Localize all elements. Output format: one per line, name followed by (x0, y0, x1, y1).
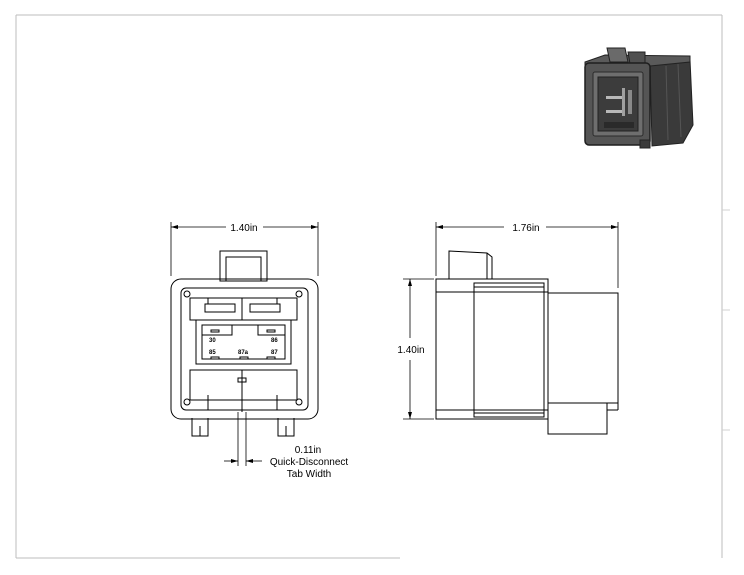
front-body-inner (180, 287, 309, 411)
front-width-label: 1.40in (230, 223, 257, 234)
tab-width-line1: Quick-Disconnect (270, 457, 349, 468)
tab-width-value: 0.11in (295, 445, 322, 456)
front-width-dimension (170, 222, 319, 276)
relay-product-image (584, 47, 694, 149)
side-body-right (547, 292, 619, 404)
sheet-border (15, 14, 723, 559)
front-pin-block (195, 319, 292, 365)
pin-label-87: 87 (271, 350, 278, 356)
tab-width-line2: Tab Width (287, 469, 331, 480)
side-height-dimension (403, 278, 434, 420)
pin-label-86: 86 (271, 338, 278, 344)
front-top-tab (219, 250, 268, 282)
tab-width-dimension (224, 412, 262, 466)
side-width-label: 1.76in (512, 223, 539, 234)
side-height-label: 1.40in (397, 345, 424, 356)
side-top-tab (448, 250, 493, 280)
front-view (170, 250, 319, 437)
front-body-outer (170, 278, 319, 420)
pin-label-30: 30 (209, 338, 216, 344)
pin-label-87a: 87a (238, 350, 249, 356)
side-body-left (435, 278, 549, 420)
side-width-dimension (435, 222, 619, 288)
pin-label-85: 85 (209, 350, 216, 356)
sheet-edge-marks (722, 209, 730, 431)
side-view (435, 250, 619, 435)
